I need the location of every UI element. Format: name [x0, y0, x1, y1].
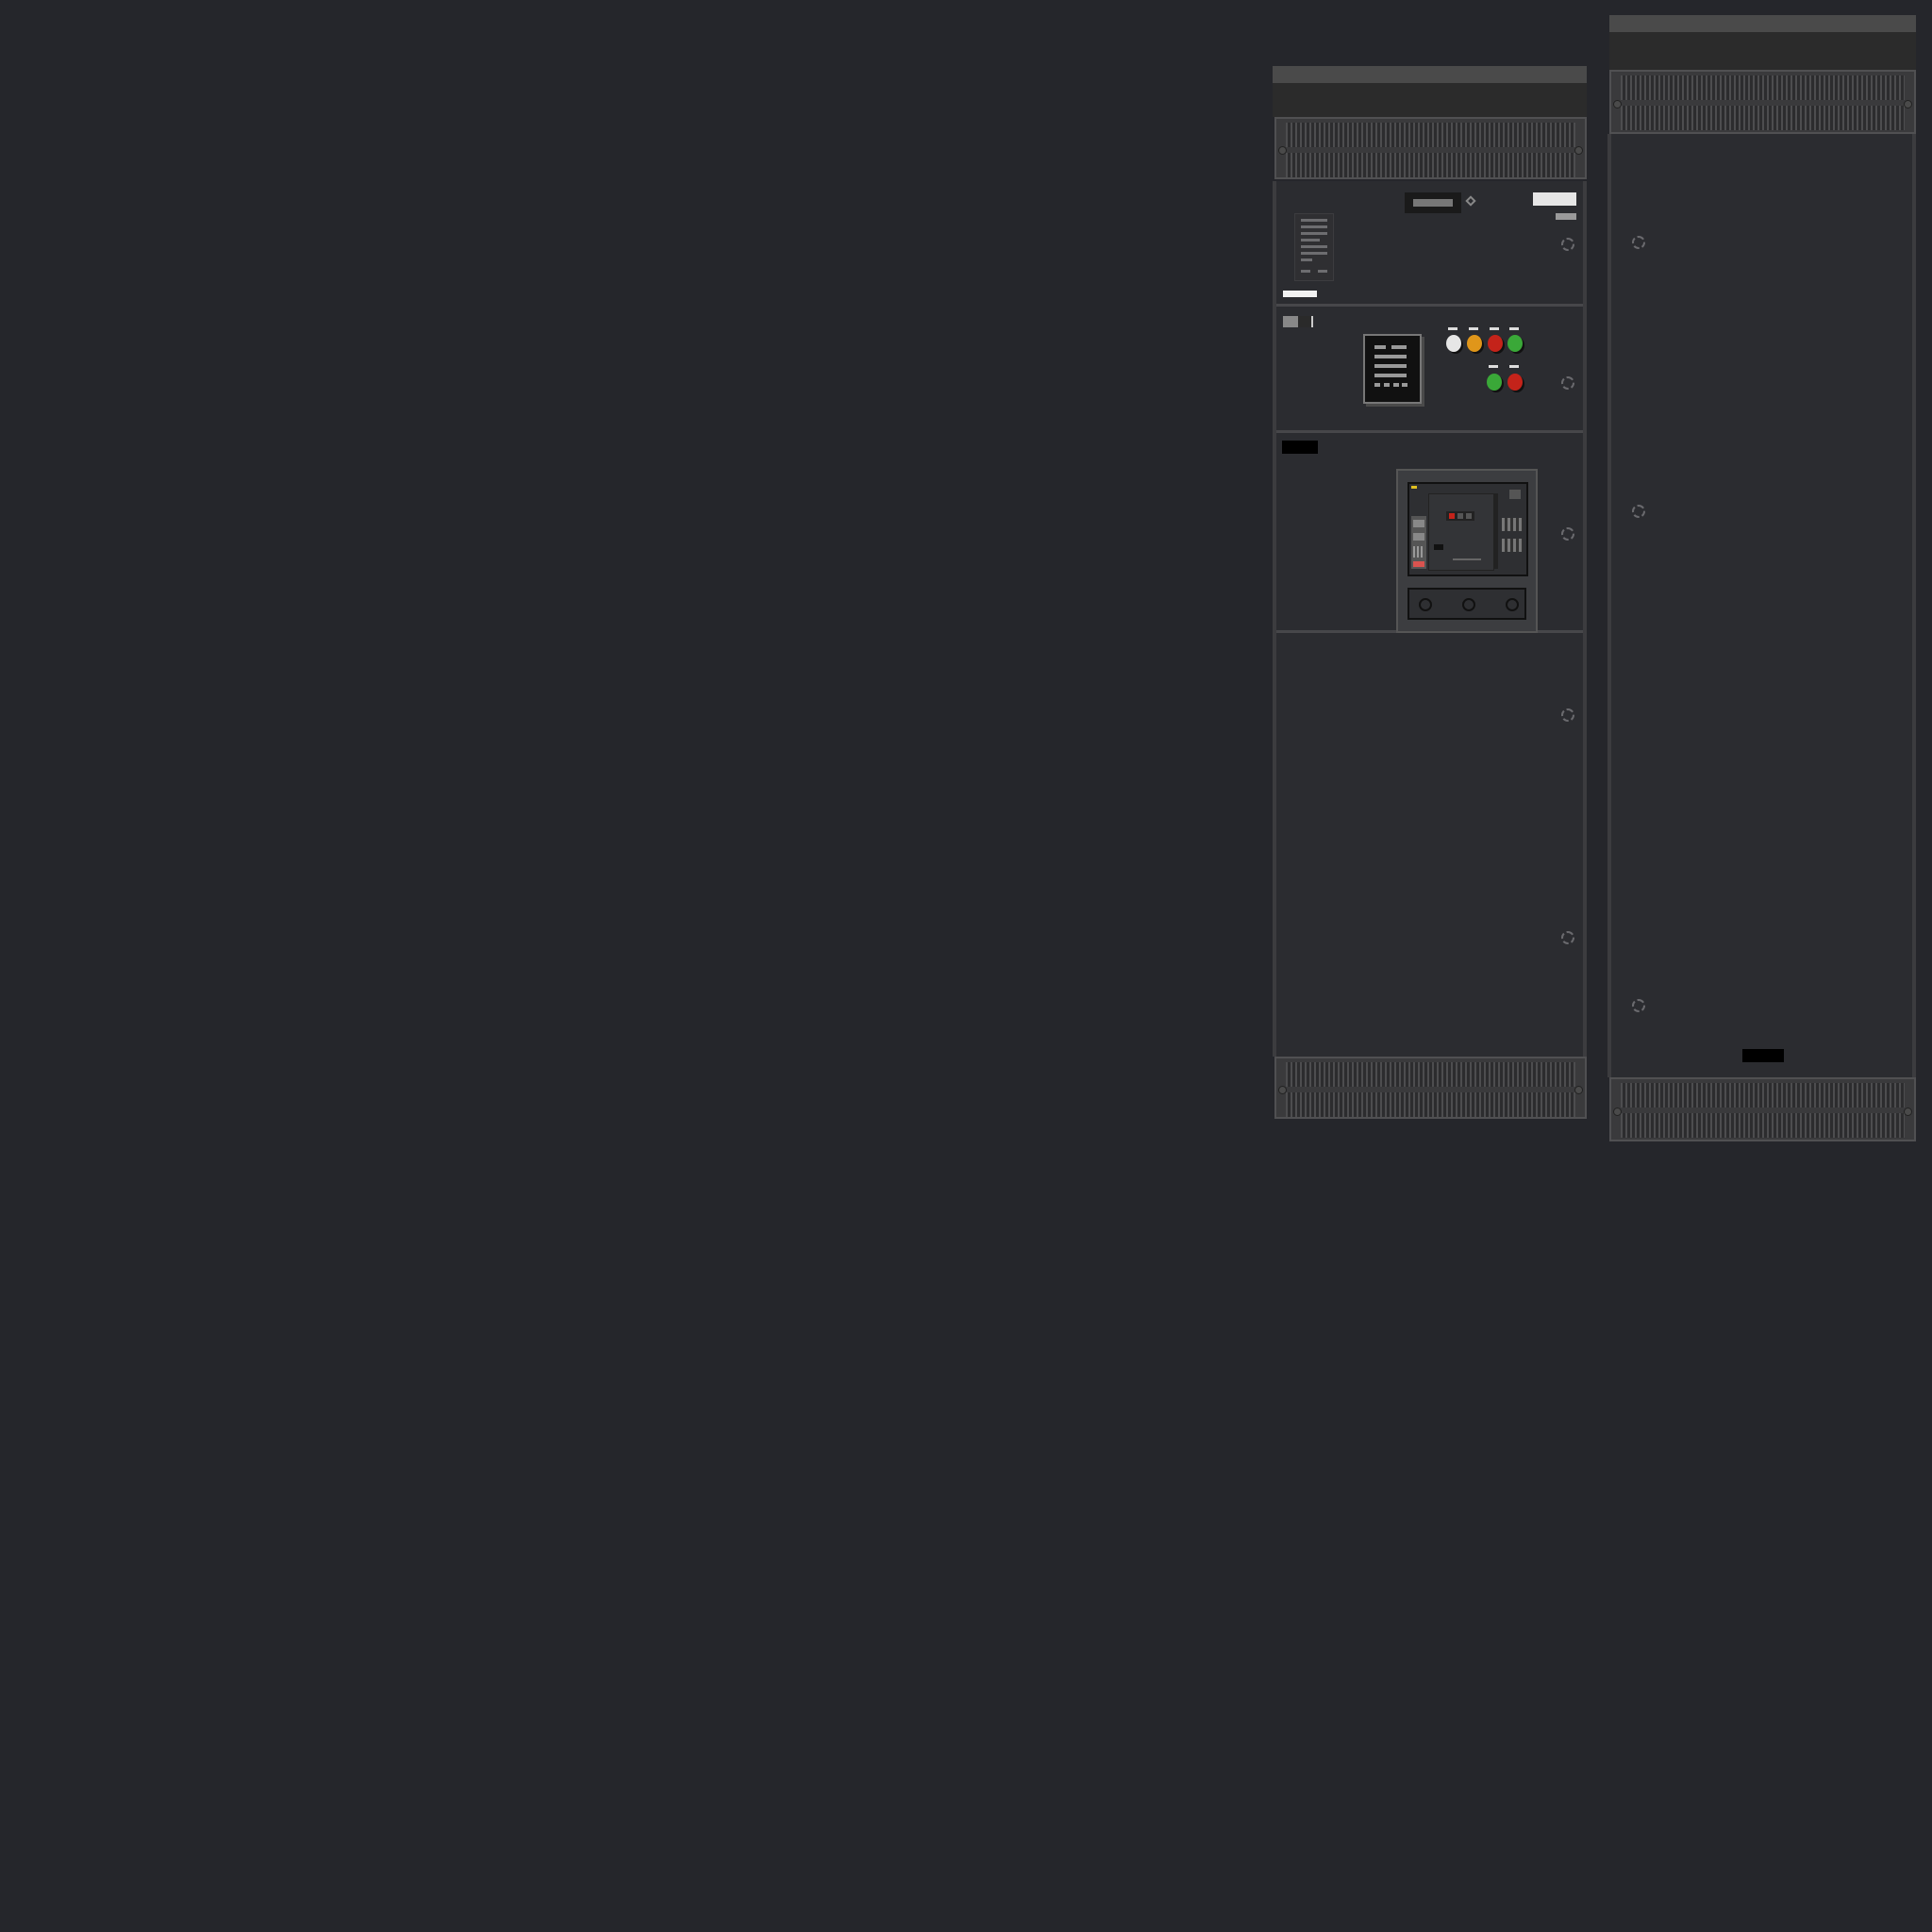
lamp-label	[1509, 365, 1519, 368]
door-handle-icon[interactable]	[1632, 505, 1645, 518]
door-handle-icon[interactable]	[1561, 238, 1574, 251]
lamp-label	[1490, 327, 1499, 330]
lamp-label	[1489, 365, 1498, 368]
cabinet-2-bottom-vent	[1609, 1077, 1916, 1141]
cabinet-2-door-frame	[1607, 134, 1916, 1077]
lamp-amber	[1467, 335, 1482, 352]
bolt	[1613, 100, 1622, 108]
pushbutton-green[interactable]	[1487, 374, 1502, 391]
selector-switch-icon[interactable]	[1465, 195, 1476, 207]
cabinet-1-roof	[1273, 66, 1587, 83]
vent-grille-icon	[1286, 123, 1575, 147]
control-relay-icon	[1363, 334, 1422, 404]
lamp-green	[1507, 335, 1523, 352]
cabinet-1-door-frame	[1273, 181, 1587, 1057]
cabinet-1-bottom-vent	[1274, 1057, 1587, 1119]
lamp-label	[1469, 327, 1478, 330]
cabinet-2-top-vent	[1609, 70, 1916, 134]
bolt	[1278, 1086, 1287, 1094]
terminal-strip	[1294, 213, 1334, 281]
vent-grille-icon	[1286, 153, 1575, 177]
lamp-white	[1446, 335, 1461, 352]
cabinet-2-roof-shadow	[1609, 32, 1916, 70]
breaker-section	[1276, 433, 1583, 633]
label-plate	[1533, 192, 1576, 206]
vent-grille-icon	[1621, 75, 1905, 100]
label-plate	[1556, 213, 1576, 220]
control-section	[1276, 307, 1583, 433]
vent-grille-icon	[1286, 1092, 1575, 1117]
door-handle-icon[interactable]	[1561, 708, 1574, 722]
label-plate	[1298, 316, 1313, 327]
lamp-label	[1509, 327, 1519, 330]
cabinet-2	[1607, 13, 1916, 1141]
breaker-racking-panel	[1407, 588, 1526, 620]
label-plate	[1283, 316, 1298, 327]
door-handle-icon[interactable]	[1561, 931, 1574, 944]
bolt	[1278, 146, 1287, 155]
pushbutton-red[interactable]	[1507, 374, 1523, 391]
door-handle-icon[interactable]	[1561, 376, 1574, 390]
door-handle-icon[interactable]	[1632, 236, 1645, 249]
vent-grille-icon	[1286, 1062, 1575, 1087]
blank-section	[1611, 134, 1912, 1077]
bolt	[1574, 146, 1583, 155]
nameplate	[1742, 1049, 1784, 1062]
lamp-label	[1448, 327, 1457, 330]
vent-grille-icon	[1621, 1083, 1905, 1108]
cabinet-1	[1273, 64, 1587, 1123]
bolt	[1574, 1086, 1583, 1094]
bolt	[1904, 1108, 1912, 1116]
bolt	[1613, 1108, 1622, 1116]
vent-grille-icon	[1621, 106, 1905, 130]
door-handle-icon[interactable]	[1561, 527, 1574, 541]
nameplate	[1282, 441, 1318, 454]
circuit-breaker-icon[interactable]	[1396, 469, 1538, 633]
cabinet-1-top-vent	[1274, 117, 1587, 179]
door-handle-icon[interactable]	[1632, 999, 1645, 1012]
cabinet-2-roof	[1609, 15, 1916, 32]
lower-section	[1276, 633, 1583, 1057]
lamp-red	[1488, 335, 1503, 352]
vent-grille-icon	[1621, 1113, 1905, 1138]
metering-section	[1276, 181, 1583, 307]
label-plate	[1283, 291, 1317, 297]
cabinet-1-roof-shadow	[1273, 83, 1587, 117]
meter-display	[1405, 192, 1461, 213]
bolt	[1904, 100, 1912, 108]
